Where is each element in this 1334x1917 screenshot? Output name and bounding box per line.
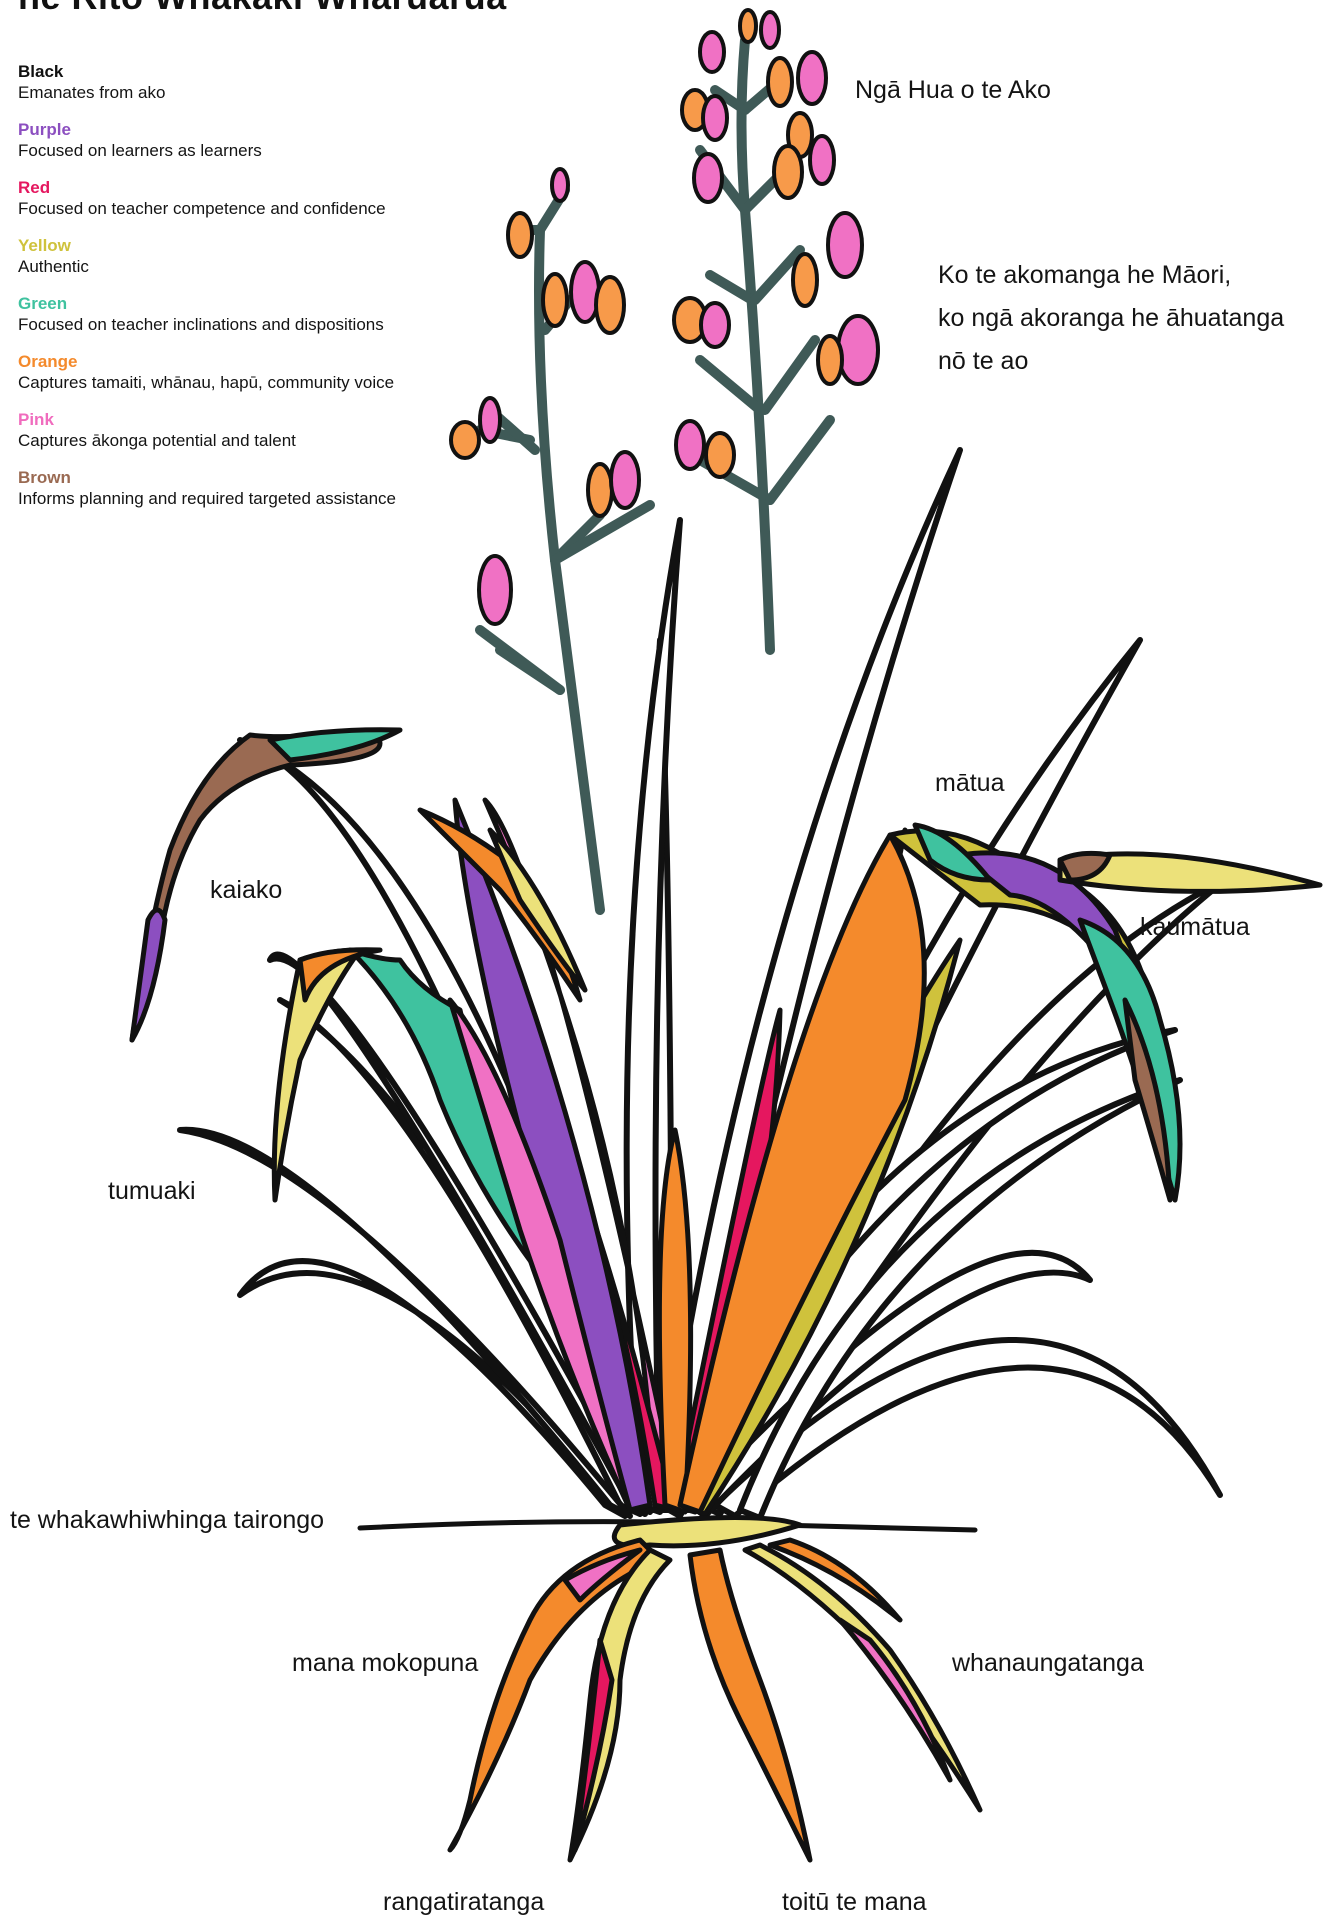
legend-description: Focused on teacher competence and confid… [18, 198, 478, 220]
legend-item-orange: Orange Captures tamaiti, whānau, hapū, c… [18, 352, 478, 410]
legend-name: Purple [18, 120, 478, 140]
label-whanaungatanga: whanaungatanga [952, 1648, 1144, 1678]
label-toitu-te-mana: toitū te mana [782, 1887, 927, 1917]
legend-item-red: Red Focused on teacher competence and co… [18, 178, 478, 236]
roots [450, 1518, 980, 1861]
legend-name: Red [18, 178, 478, 198]
label-kaiako: kaiako [210, 875, 282, 905]
legend-description: Informs planning and required targeted a… [18, 488, 478, 510]
label-rangatiratanga: rangatiratanga [383, 1887, 544, 1917]
label-nga-hua-o-te-ako: Ngā Hua o te Ako [855, 75, 1051, 105]
diagram-title: he Rito Whakaki Wharuarua [18, 0, 507, 18]
legend-item-brown: Brown Informs planning and required targ… [18, 468, 478, 526]
label-matua: mātua [935, 768, 1004, 798]
flower-buds [451, 10, 878, 624]
label-tumuaki: tumuaki [108, 1176, 196, 1206]
colour-legend: Black Emanates from ako Purple Focused o… [18, 62, 478, 526]
quote-line-2: ko ngā akoranga he āhuatanga [938, 297, 1284, 340]
legend-item-pink: Pink Captures ākonga potential and talen… [18, 410, 478, 468]
legend-item-yellow: Yellow Authentic [18, 236, 478, 294]
legend-item-purple: Purple Focused on learners as learners [18, 120, 478, 178]
legend-description: Authentic [18, 256, 478, 278]
legend-name: Orange [18, 352, 478, 372]
label-te-whakawhiwhinga-tairongo: te whakawhiwhinga tairongo [10, 1505, 324, 1535]
label-mana-mokopuna: mana mokopuna [292, 1648, 478, 1678]
legend-description: Captures ākonga potential and talent [18, 430, 478, 452]
legend-description: Emanates from ako [18, 82, 478, 104]
label-kaumatua: kaumātua [1140, 912, 1250, 942]
legend-name: Brown [18, 468, 478, 488]
legend-description: Focused on teacher inclinations and disp… [18, 314, 478, 336]
quote-line-1: Ko te akomanga he Māori, [938, 254, 1284, 297]
quote-text: Ko te akomanga he Māori, ko ngā akoranga… [938, 254, 1284, 383]
legend-name: Green [18, 294, 478, 314]
legend-description: Captures tamaiti, whānau, hapū, communit… [18, 372, 478, 394]
legend-name: Yellow [18, 236, 478, 256]
quote-line-3: nō te ao [938, 340, 1284, 383]
legend-item-green: Green Focused on teacher inclinations an… [18, 294, 478, 352]
legend-name: Black [18, 62, 478, 82]
legend-description: Focused on learners as learners [18, 140, 478, 162]
legend-item-black: Black Emanates from ako [18, 62, 478, 120]
legend-name: Pink [18, 410, 478, 430]
